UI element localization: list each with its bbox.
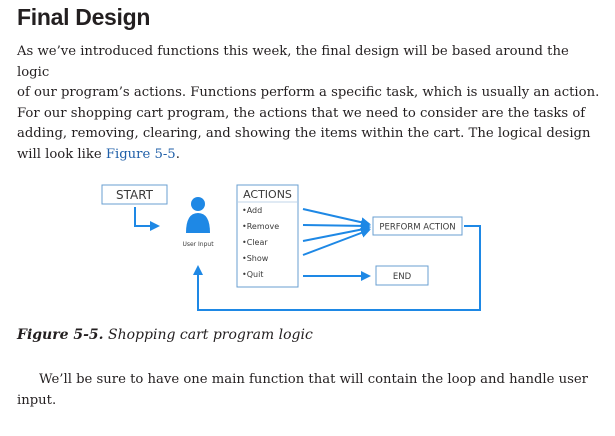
perform-action-label: PERFORM ACTION	[379, 223, 455, 233]
actions-box: ACTIONS •Add •Remove •Clear •Show •Quit	[236, 184, 299, 288]
closing-line: We’ll be sure to have one main function …	[39, 372, 588, 387]
program-logic-diagram: START User Input ACTIONS •Add •Remove •C…	[100, 176, 490, 316]
section-heading: Final Design	[17, 4, 151, 30]
action-item: •Show	[242, 254, 269, 263]
figure-caption-number: Figure 5-5.	[17, 327, 104, 343]
user-input-label: User Input	[182, 241, 214, 248]
intro-paragraph: As we’ve introduced functions this week,…	[17, 42, 602, 165]
intro-line-suffix: .	[175, 146, 180, 162]
start-label: START	[116, 188, 154, 202]
closing-line: input.	[17, 392, 57, 408]
intro-line: For our shopping cart program, the actio…	[17, 105, 586, 121]
user-icon	[186, 197, 210, 233]
intro-line: As we’ve introduced functions this week,…	[17, 44, 569, 80]
closing-paragraph: We’ll be sure to have one main function …	[17, 370, 602, 411]
actions-to-perform-arrows	[302, 208, 371, 256]
figure-reference-link[interactable]: Figure 5-5	[105, 146, 176, 162]
figure-caption: Figure 5-5. Shopping cart program logic	[17, 327, 313, 343]
action-item: •Add	[242, 206, 262, 215]
start-to-user-arrow	[134, 207, 160, 231]
figure-caption-text: Shopping cart program logic	[108, 327, 313, 343]
action-item: •Quit	[242, 270, 263, 279]
action-item: •Clear	[242, 238, 268, 247]
end-box: END	[375, 265, 429, 286]
end-label: END	[393, 272, 412, 282]
start-box: START	[101, 184, 168, 205]
intro-line: adding, removing, clearing, and showing …	[17, 126, 591, 141]
action-item: •Remove	[242, 222, 279, 231]
loop-back-arrow	[193, 225, 481, 311]
actions-title: ACTIONS	[243, 188, 292, 201]
perform-action-box: PERFORM ACTION	[372, 216, 463, 236]
intro-line: of our program’s actions. Functions perf…	[17, 85, 600, 100]
intro-line-prefix: will look like	[17, 146, 106, 162]
